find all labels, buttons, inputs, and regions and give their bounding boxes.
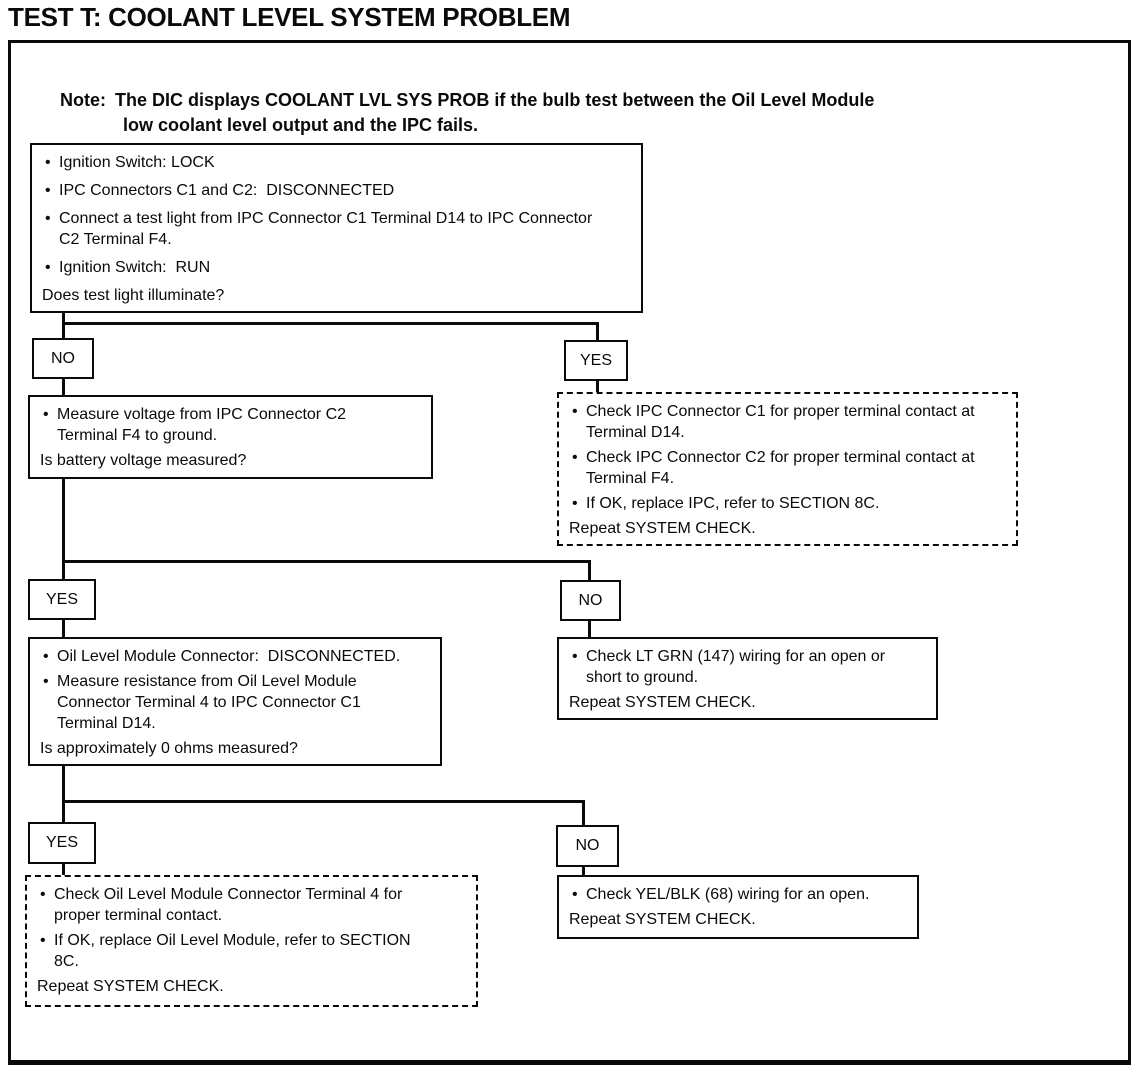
bullet-item: Ignition Switch: LOCK: [42, 152, 631, 173]
step-box-start: Ignition Switch: LOCK IPC Connectors C1 …: [30, 143, 643, 313]
decision-yes-3: YES: [28, 822, 96, 864]
bullet-item: IPC Connectors C1 and C2: DISCONNECTED: [42, 180, 631, 201]
step-bullet-list: Oil Level Module Connector: DISCONNECTED…: [40, 646, 430, 734]
bullet-item: Measure voltage from IPC Connector C2 Te…: [40, 404, 357, 446]
bullet-item: Measure resistance from Oil Level Module…: [40, 671, 387, 734]
question-text: Does test light illuminate?: [42, 287, 225, 304]
bullet-item: Check LT GRN (147) wiring for an open or…: [569, 646, 896, 688]
connector-drop-yes1: [596, 322, 599, 346]
bullet-item: Check IPC Connector C1 for proper termin…: [569, 401, 1006, 443]
connector-yes3-to-box: [62, 858, 65, 880]
step-box-no2: Check LT GRN (147) wiring for an open or…: [557, 637, 938, 720]
note-text-line2: low coolant level output and the IPC fai…: [123, 115, 479, 135]
bullet-item: Check IPC Connector C2 for proper termin…: [569, 447, 1006, 489]
connector-no3-to-box: [582, 861, 585, 880]
note-block: Note: The DIC displays COOLANT LVL SYS PR…: [60, 88, 874, 138]
step-box-no1: Measure voltage from IPC Connector C2 Te…: [28, 395, 433, 479]
bullet-item: Oil Level Module Connector: DISCONNECTED…: [40, 646, 430, 667]
step-bullet-list: Ignition Switch: LOCK IPC Connectors C1 …: [42, 152, 631, 278]
connector-branch-2: [62, 560, 591, 563]
footer-text: Repeat SYSTEM CHECK.: [569, 911, 756, 928]
bullet-item: Check Oil Level Module Connector Termina…: [37, 884, 419, 926]
connector-drop-yes2: [62, 560, 65, 585]
step-bullet-list: Check Oil Level Module Connector Termina…: [37, 884, 466, 972]
connector-no1-to-box: [62, 374, 65, 400]
step-bullet-list: Check IPC Connector C1 for proper termin…: [569, 401, 1006, 514]
note-text-line1: The DIC displays COOLANT LVL SYS PROB if…: [115, 90, 875, 110]
connector-drop-no1: [62, 322, 65, 344]
connector-drop-no3: [582, 800, 585, 830]
flowchart-frame: [8, 40, 1131, 1065]
step-bullet-list: Check YEL/BLK (68) wiring for an open.: [569, 884, 907, 905]
bullet-item: Ignition Switch: RUN: [42, 257, 631, 278]
step-bullet-list: Measure voltage from IPC Connector C2 Te…: [40, 404, 421, 446]
note-label: Note:: [60, 90, 106, 110]
connector-yes2-to-box: [62, 614, 65, 642]
decision-no-1: NO: [32, 338, 94, 379]
page-title: TEST T: COOLANT LEVEL SYSTEM PROBLEM: [8, 2, 571, 32]
question-text: Is battery voltage measured?: [40, 452, 247, 469]
decision-yes-1: YES: [564, 340, 628, 381]
step-box-yes1: Check IPC Connector C1 for proper termin…: [557, 392, 1018, 546]
connector-branch-1: [62, 322, 599, 325]
bullet-item: Check YEL/BLK (68) wiring for an open.: [569, 884, 907, 905]
bullet-item: If OK, replace IPC, refer to SECTION 8C.: [569, 493, 1006, 514]
step-bullet-list: Check LT GRN (147) wiring for an open or…: [569, 646, 926, 688]
note-line-1: Note: The DIC displays COOLANT LVL SYS PR…: [60, 88, 874, 113]
bullet-item: Connect a test light from IPC Connector …: [42, 208, 607, 250]
connector-branch-3: [62, 800, 585, 803]
question-text: Is approximately 0 ohms measured?: [40, 740, 298, 757]
step-box-yes3: Check Oil Level Module Connector Termina…: [25, 875, 478, 1007]
step-box-no3: Check YEL/BLK (68) wiring for an open. R…: [557, 875, 919, 939]
connector-box-to-branch-3: [62, 760, 65, 804]
decision-no-3: NO: [556, 825, 619, 867]
connector-yes1-to-box: [596, 376, 599, 398]
decision-no-2: NO: [560, 580, 621, 621]
connector-no2-to-box: [588, 616, 591, 642]
decision-yes-2: YES: [28, 579, 96, 620]
footer-text: Repeat SYSTEM CHECK.: [569, 520, 756, 537]
connector-box-to-branch-2: [62, 474, 65, 564]
bullet-item: If OK, replace Oil Level Module, refer t…: [37, 930, 419, 972]
footer-text: Repeat SYSTEM CHECK.: [37, 978, 224, 995]
connector-drop-no2: [588, 560, 591, 586]
footer-text: Repeat SYSTEM CHECK.: [569, 694, 756, 711]
connector-drop-yes3: [62, 800, 65, 828]
step-box-yes2: Oil Level Module Connector: DISCONNECTED…: [28, 637, 442, 766]
